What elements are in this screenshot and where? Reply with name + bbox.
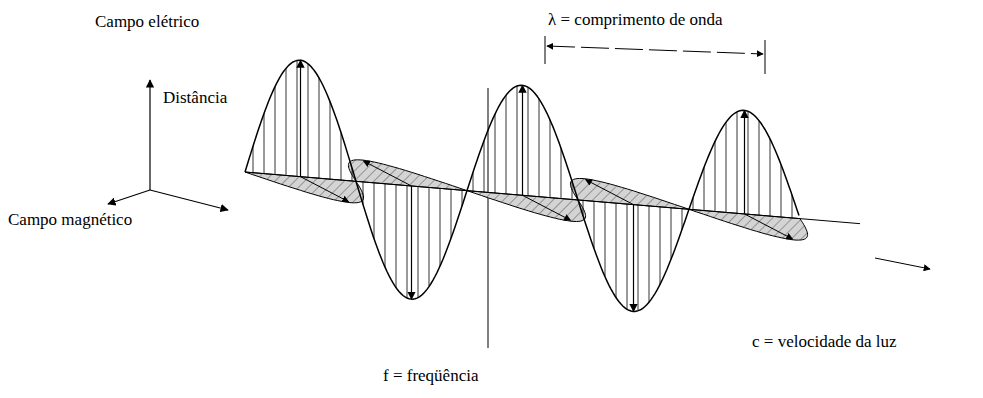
electric-vector bbox=[704, 167, 705, 210]
axes bbox=[108, 80, 228, 210]
frequency-line bbox=[488, 88, 489, 348]
electric-vector bbox=[484, 141, 485, 192]
electric-vector bbox=[495, 114, 496, 193]
wavelength-label: λ = comprimento de onda bbox=[548, 10, 723, 30]
magnetic-wave bbox=[245, 160, 808, 240]
electric-vector bbox=[429, 187, 430, 286]
electric-vector bbox=[759, 121, 760, 216]
distance-axis bbox=[150, 190, 228, 210]
electric-vector bbox=[638, 205, 639, 311]
electric-vector bbox=[451, 189, 452, 238]
dimension-tick bbox=[545, 36, 546, 64]
electric-vector bbox=[561, 148, 562, 198]
axis-label: Campo elétrico bbox=[95, 12, 199, 32]
electric-peak-vector bbox=[744, 110, 745, 214]
propagation-axis bbox=[245, 172, 860, 224]
electric-vector bbox=[341, 133, 342, 180]
electric-vector bbox=[726, 122, 727, 212]
electric-vector bbox=[792, 195, 793, 218]
electric-vector bbox=[385, 184, 386, 267]
electric-vector bbox=[649, 206, 650, 302]
dimension-tick bbox=[765, 40, 766, 74]
electric-vector bbox=[671, 208, 672, 260]
electric-vector bbox=[781, 165, 782, 218]
electric-vector bbox=[517, 86, 518, 195]
electric-wave bbox=[245, 60, 860, 311]
electric-vector bbox=[506, 95, 507, 194]
electric-vector bbox=[737, 112, 738, 214]
electric-vector bbox=[660, 207, 661, 285]
electric-vector bbox=[286, 68, 287, 175]
electric-vector bbox=[396, 185, 397, 288]
wavelength-dimension bbox=[545, 36, 765, 74]
electric-vector bbox=[605, 202, 606, 276]
electric-vector bbox=[528, 87, 529, 195]
electric-vector bbox=[264, 113, 265, 173]
electric-vector bbox=[407, 186, 408, 298]
electric-vector bbox=[253, 146, 254, 172]
electric-vector bbox=[550, 120, 551, 198]
electric-peak-vector bbox=[411, 186, 412, 299]
electric-vector bbox=[627, 204, 628, 309]
electric-vector bbox=[748, 111, 749, 214]
electric-vector bbox=[418, 187, 419, 298]
frequency-label: f = freqüência bbox=[383, 366, 478, 386]
electric-curve bbox=[245, 60, 799, 311]
electric-vector bbox=[770, 139, 771, 216]
propagation-arrow bbox=[875, 258, 930, 269]
electric-peak-vector bbox=[522, 85, 523, 195]
magnetic-axis bbox=[108, 190, 150, 204]
electric-vector bbox=[539, 99, 540, 197]
electric-vector bbox=[297, 60, 298, 176]
electric-vector bbox=[275, 87, 276, 175]
electric-vector bbox=[374, 183, 375, 239]
electric-vector bbox=[715, 141, 716, 211]
electric-vector bbox=[308, 64, 309, 178]
electric-vector bbox=[330, 102, 331, 180]
electric-peak-vector bbox=[300, 60, 301, 176]
electric-axis bbox=[149, 80, 150, 190]
electric-vector bbox=[616, 203, 617, 297]
dimension-line bbox=[547, 46, 763, 54]
electric-vector bbox=[319, 78, 320, 178]
electric-vector bbox=[440, 188, 441, 266]
axis-label: Distância bbox=[163, 88, 227, 108]
electric-vector bbox=[594, 201, 595, 248]
speed-label: c = velocidade da luz bbox=[752, 332, 897, 352]
electric-peak-vector bbox=[633, 205, 634, 312]
axis-label: Campo magnético bbox=[8, 210, 132, 230]
